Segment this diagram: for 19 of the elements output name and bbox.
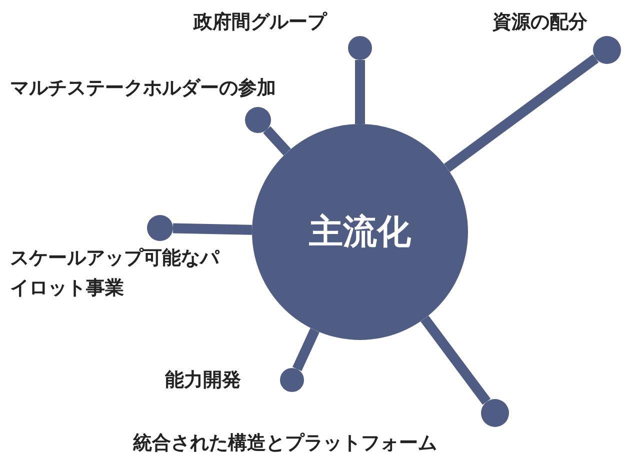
endpoint-dot [481, 399, 509, 427]
spoke-label: 能力開発 [165, 368, 242, 393]
connector-line [444, 54, 599, 172]
endpoint-dot [593, 36, 621, 64]
endpoint-dot [348, 36, 372, 60]
center-title: 主流化 [309, 211, 411, 254]
connector-line [355, 60, 365, 124]
spoke-label: 政府間グループ [192, 10, 328, 35]
spoke-label: スケールアップ可能なパイロット事業 [10, 246, 220, 301]
connector-line [420, 316, 491, 405]
endpoint-dot [245, 107, 271, 133]
endpoint-dot [147, 215, 173, 241]
spoke-label: 統合された構造とプラットフォーム [132, 431, 438, 456]
connector-line [292, 328, 320, 372]
connector-line [263, 126, 291, 156]
spoke-label: マルチステークホルダーの参加 [10, 76, 277, 101]
spoke-label: 資源の配分 [492, 10, 588, 35]
endpoint-dot [280, 368, 304, 392]
connector-line [172, 223, 252, 235]
